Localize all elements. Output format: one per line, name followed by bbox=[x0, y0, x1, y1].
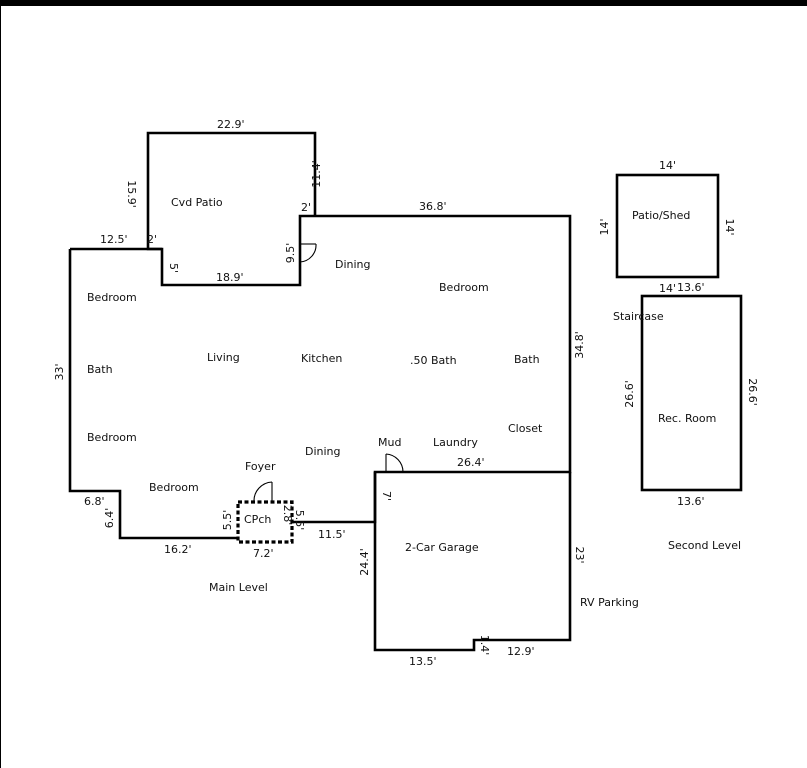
room-label-closet: Closet bbox=[508, 422, 543, 435]
dim-rec-left: 26.6' bbox=[623, 380, 636, 408]
dim-rec-top: 13.6' bbox=[677, 281, 705, 294]
dim-left-top: 12.5' bbox=[100, 233, 128, 246]
level-title-main: Main Level bbox=[209, 581, 268, 594]
room-label-patio-shed: Patio/Shed bbox=[632, 209, 690, 222]
room-label-dining-bottom: Dining bbox=[305, 445, 341, 458]
room-label-cpch: CPch bbox=[244, 513, 271, 526]
room-label-bedroom-top-right: Bedroom bbox=[439, 281, 489, 294]
room-label-rv-parking: RV Parking bbox=[580, 596, 639, 609]
dim-left-wall: 33' bbox=[53, 363, 66, 380]
door-mud bbox=[385, 453, 404, 473]
dim-shed-left: 14' bbox=[598, 218, 611, 235]
covered-porch-outline bbox=[236, 500, 294, 544]
room-label-bedroom-2: Bedroom bbox=[87, 431, 137, 444]
room-label-living: Living bbox=[207, 351, 240, 364]
dim-step-6-8: 6.8' bbox=[84, 495, 105, 508]
room-label-dining-top: Dining bbox=[335, 258, 371, 271]
main-house-outline bbox=[70, 214, 572, 524]
room-label-laundry: Laundry bbox=[433, 436, 478, 449]
room-label-bath-right: Bath bbox=[514, 353, 540, 366]
dim-garage-bottom-left: 13.5' bbox=[409, 655, 437, 668]
dim-shed-right: 14' bbox=[723, 218, 736, 235]
room-label-bedroom-3: Bedroom bbox=[149, 481, 199, 494]
dim-garage-notch: 1.4' bbox=[478, 635, 491, 656]
room-label-cvd-patio: Cvd Patio bbox=[171, 196, 223, 209]
room-label-kitchen: Kitchen bbox=[301, 352, 342, 365]
room-label-bedroom-1: Bedroom bbox=[87, 291, 137, 304]
dim-shed-top: 14' bbox=[659, 159, 676, 172]
dim-cpch-right: 5.5' bbox=[293, 510, 306, 531]
dim-step-6-4: 6.4' bbox=[103, 508, 116, 529]
level-title-second: Second Level bbox=[668, 539, 741, 552]
dim-cpch-left: 5.5' bbox=[221, 510, 234, 531]
room-label-half-bath: .50 Bath bbox=[410, 354, 457, 367]
dim-rec-right: 26.6' bbox=[746, 378, 759, 406]
rec-room-outline bbox=[640, 294, 743, 492]
room-label-mud: Mud bbox=[378, 436, 401, 449]
dim-garage-left: 24.4' bbox=[358, 548, 371, 576]
dim-patio-bottom: 18.9' bbox=[216, 271, 244, 284]
door-dining bbox=[299, 243, 317, 263]
garage-outline bbox=[373, 472, 572, 652]
dim-patio-left: 15.9' bbox=[125, 180, 138, 208]
dim-garage-right: 23' bbox=[573, 546, 586, 563]
dim-jog-left: 2' bbox=[147, 233, 157, 246]
dim-garage-bottom-right: 12.9' bbox=[507, 645, 535, 658]
dim-patio-right: 11.4' bbox=[310, 160, 323, 188]
dim-shed-bottom: 14' bbox=[659, 282, 676, 295]
covered-patio-outline bbox=[146, 131, 317, 251]
room-label-bath-left: Bath bbox=[87, 363, 113, 376]
dim-garage-top: 26.4' bbox=[457, 456, 485, 469]
room-label-rec-room: Rec. Room bbox=[658, 412, 716, 425]
main-house-outline-left bbox=[68, 249, 238, 540]
dim-mid-bottom: 11.5' bbox=[318, 528, 346, 541]
dim-jog-5: 5' bbox=[167, 263, 180, 273]
patio-shed-outline bbox=[615, 173, 720, 279]
dim-garage-7: 7' bbox=[380, 491, 393, 501]
dim-patio-jog: 2' bbox=[301, 201, 311, 214]
dim-rec-bottom: 13.6' bbox=[677, 495, 705, 508]
room-label-foyer: Foyer bbox=[245, 460, 276, 473]
dim-door-9-5: 9.5' bbox=[284, 243, 297, 264]
dim-bottom-left: 16.2' bbox=[164, 543, 192, 556]
dim-cpch-bottom: 7.2' bbox=[253, 547, 274, 560]
room-label-garage: 2-Car Garage bbox=[405, 541, 479, 554]
door-foyer bbox=[253, 481, 273, 503]
dim-right-wall: 34.8' bbox=[573, 331, 586, 359]
room-label-staircase: Staircase bbox=[613, 310, 664, 323]
dim-patio-top: 22.9' bbox=[217, 118, 245, 131]
dim-cpch-inner: 2.8' bbox=[281, 505, 294, 526]
dim-top-wall: 36.8' bbox=[419, 200, 447, 213]
